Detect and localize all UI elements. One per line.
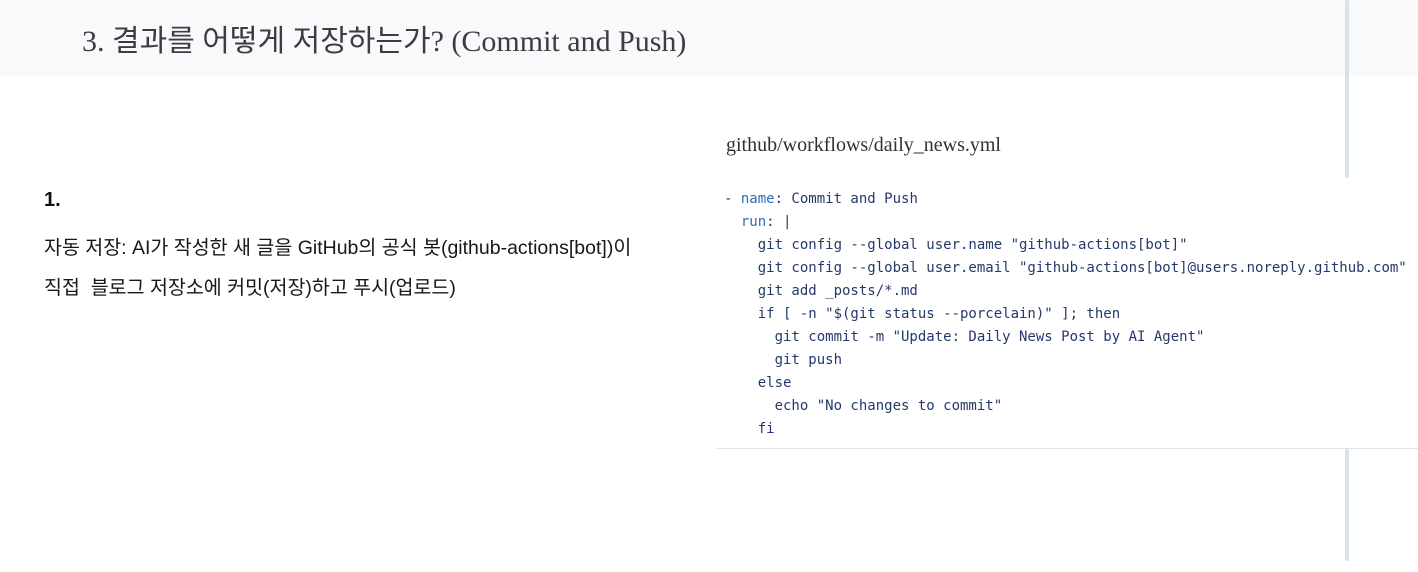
code-text-token: git config --global user.email "github-a… (724, 260, 1407, 276)
code-line: git config --global user.name "github-ac… (724, 234, 1407, 257)
code-line: - name: Commit and Push (724, 188, 1407, 211)
code-file-path: github/workflows/daily_news.yml (726, 134, 1001, 156)
code-line: git push (724, 349, 1407, 372)
code-line: git commit -m "Update: Daily News Post b… (724, 326, 1407, 349)
list-item-marker: 1. (44, 189, 61, 211)
code-block: - name: Commit and Push run: | git confi… (724, 188, 1407, 441)
header-band: 3. 결과를 어떻게 저장하는가? (Commit and Push) (0, 0, 1418, 76)
yaml-key-token: run (740, 214, 767, 230)
code-line: if [ -n "$(git status --porcelain)" ]; t… (724, 303, 1407, 326)
code-text-token: : | (766, 214, 792, 230)
code-line: fi (724, 418, 1407, 441)
code-text-token: else (724, 375, 792, 391)
page-title: 3. 결과를 어떻게 저장하는가? (Commit and Push) (82, 25, 687, 58)
code-text-token: git commit -m "Update: Daily News Post b… (724, 329, 1205, 345)
code-text-token: git config --global user.name "github-ac… (724, 237, 1188, 253)
code-text-token: : Commit and Push (774, 191, 918, 207)
code-line: git config --global user.email "github-a… (724, 257, 1407, 280)
scrollbar-thumb-bottom[interactable] (1345, 449, 1349, 561)
code-line: run: | (724, 211, 1407, 234)
code-text-token: git add _posts/*.md (724, 283, 918, 299)
code-text-token: - (724, 191, 741, 207)
yaml-key-token: name (740, 191, 775, 207)
code-text-token: if [ -n "$(git status --porcelain)" ]; t… (724, 306, 1121, 322)
code-text-token: git push (724, 352, 843, 368)
code-text-token (724, 214, 741, 230)
code-line: echo "No changes to commit" (724, 395, 1407, 418)
code-line: git add _posts/*.md (724, 280, 1407, 303)
code-block-bottom-divider (716, 448, 1418, 449)
code-text-token: echo "No changes to commit" (724, 398, 1003, 414)
body-paragraph: 자동 저장: AI가 작성한 새 글을 GitHub의 공식 봇(github-… (44, 228, 704, 308)
paragraph-line: 직접 블로그 저장소에 커밋(저장)하고 푸시(업로드) (44, 277, 456, 299)
code-text-token: fi (724, 421, 775, 437)
scrollbar-thumb-top[interactable] (1345, 0, 1349, 178)
code-line: else (724, 372, 1407, 395)
paragraph-line: 자동 저장: AI가 작성한 새 글을 GitHub의 공식 봇(github-… (44, 237, 632, 259)
